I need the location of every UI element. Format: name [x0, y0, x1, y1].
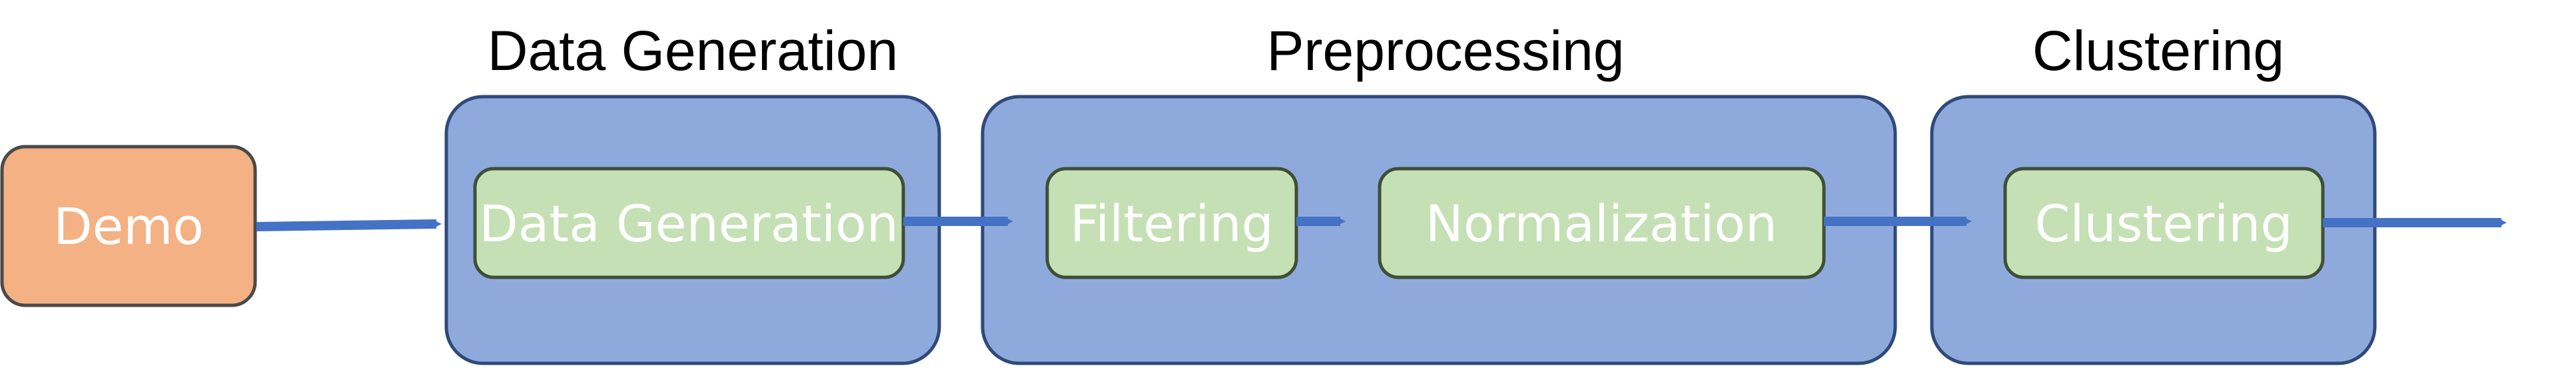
step-filtering-label: Filtering: [1070, 194, 1274, 253]
stage-preprocessing-title: Preprocessing: [1267, 19, 1625, 82]
step-normalization-label: Normalization: [1426, 194, 1777, 253]
demo-box: [0, 145, 257, 307]
stage-clustering-title: Clustering: [2032, 19, 2284, 82]
step-clustering-label: Clustering: [2034, 194, 2292, 253]
step-data-generation-label: Data Generation: [479, 194, 899, 253]
stage-data-generation-title: Data Generation: [488, 19, 898, 82]
arrow-demo-to-data-generation: [256, 219, 442, 231]
demo-label: Demo: [53, 197, 204, 256]
